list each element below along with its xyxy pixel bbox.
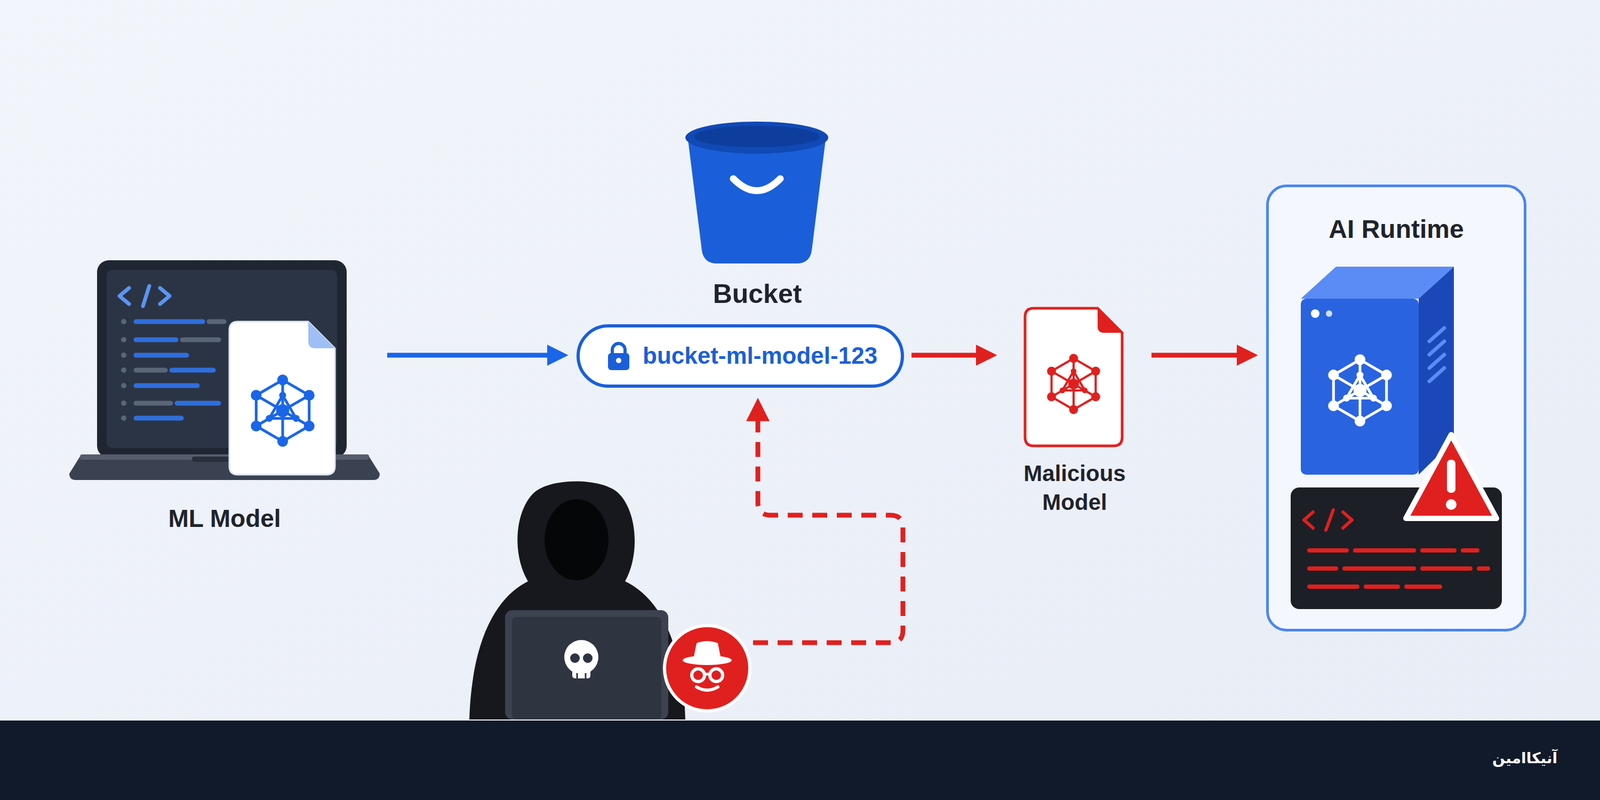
watermark: آنیکاامین: [1492, 749, 1558, 767]
lock-icon: [606, 341, 631, 372]
malicious-model: Malicious Model: [1005, 304, 1144, 518]
runtime-panel: AI Runtime: [1266, 184, 1527, 632]
spy-badge: [664, 625, 750, 711]
panel-fill: [1267, 185, 1526, 631]
node-label: Malicious Model: [1005, 459, 1144, 518]
server-icon: [1300, 266, 1454, 475]
flow-arrow: [911, 353, 979, 358]
model-file-icon: [229, 321, 335, 475]
background: [0, 0, 1600, 721]
attack-path: [753, 418, 903, 643]
flow-arrow: [387, 353, 550, 358]
footer-bar: [0, 720, 1600, 800]
model-source: ML Model: [69, 260, 380, 534]
node-label: bucket-ml-model-123: [642, 341, 878, 371]
malicious-file-icon: [1025, 308, 1123, 446]
hacker-figure: [469, 481, 686, 720]
bucket-icon: [685, 121, 829, 264]
warning-icon: [1405, 434, 1497, 519]
flow-arrow: [1151, 353, 1240, 358]
bucket-label: Bucket: [713, 278, 803, 310]
laptop-icon: [69, 260, 380, 480]
node-label: ML Model: [168, 504, 281, 534]
bucket-pill: bucket-ml-model-123: [576, 324, 904, 388]
node-label: AI Runtime: [1328, 213, 1464, 245]
